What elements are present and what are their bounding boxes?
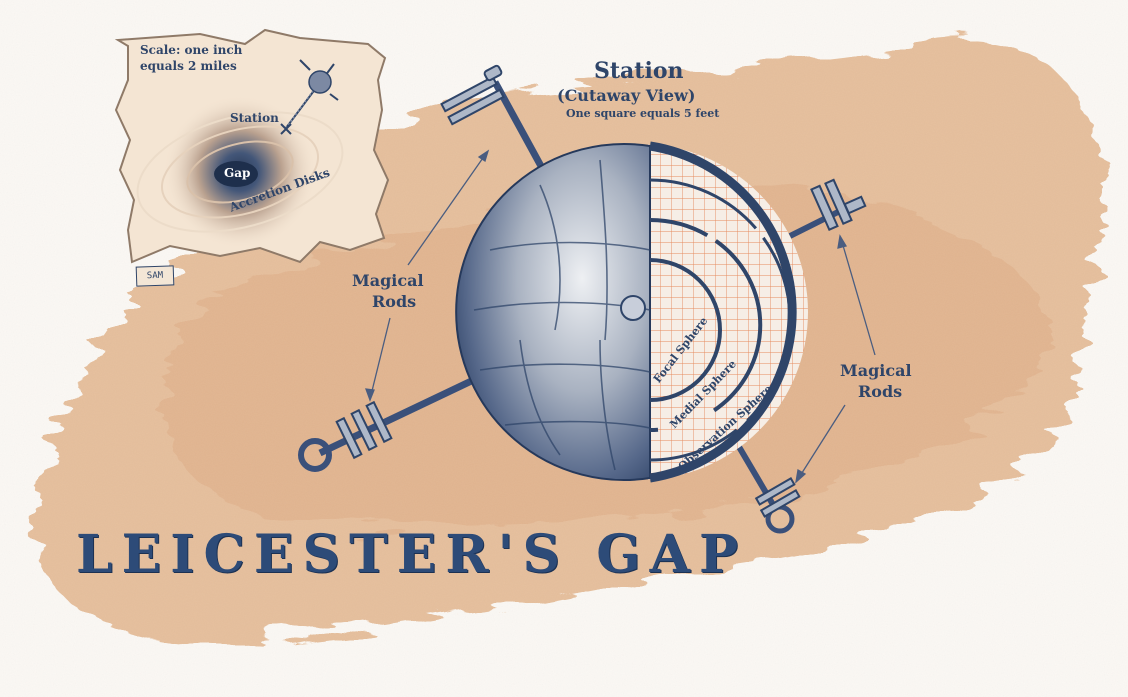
label-arrows	[365, 149, 876, 484]
cutaway-title: Station	[594, 58, 684, 84]
inset-gap-label: Gap	[224, 166, 251, 180]
inset-scale-line2: equals 2 miles	[140, 59, 237, 73]
magical-rods-label-right-line2: Rods	[858, 382, 903, 401]
magical-rods-label-right-line1: Magical	[840, 361, 912, 380]
inset-scale-line1: Scale: one inch	[140, 43, 243, 57]
artist-signature: SAM	[135, 265, 175, 287]
cutaway-scale: One square equals 5 feet	[566, 107, 720, 120]
station-sphere	[455, 141, 808, 483]
magical-rods-label-left-line2: Rods	[372, 292, 417, 311]
inset-map-parchment	[114, 28, 390, 264]
cutaway-subtitle: (Cutaway View)	[557, 86, 696, 105]
inset-station-label: Station	[230, 111, 279, 125]
map-title: LEICESTER'S GAP	[76, 524, 748, 585]
magical-rods-label-left-line1: Magical	[352, 271, 424, 290]
